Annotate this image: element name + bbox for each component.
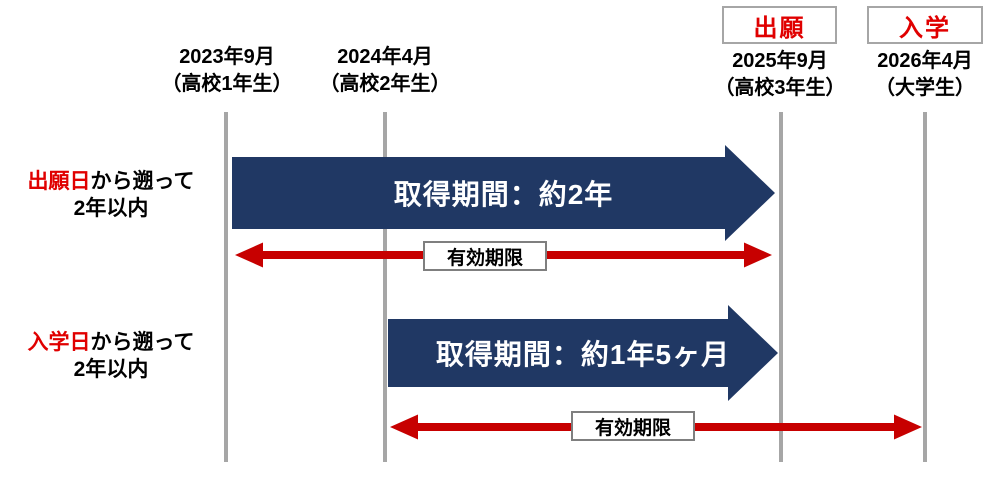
date-line1: 2026年4月 xyxy=(877,50,973,72)
left-label-line2: 2年以内 xyxy=(73,358,149,381)
left-label-line2: 2年以内 xyxy=(73,197,149,220)
timeline-gridline-2026-04 xyxy=(923,112,927,462)
period-arrow-2-shape xyxy=(388,305,778,401)
validity-label-1: 有効期限 xyxy=(423,241,547,271)
date-label-2026-04: 2026年4月 （大学生） xyxy=(815,48,1000,102)
left-label-enrollment: 入学日から遡って 2年以内 xyxy=(0,329,222,383)
timeline-gridline-2025-09 xyxy=(779,112,783,462)
date-line2: （高校3年生） xyxy=(714,77,846,99)
timeline-gridline-2024-04 xyxy=(383,112,387,462)
period-arrow-1-shape xyxy=(232,145,775,241)
timeline-gridline-2023-09 xyxy=(224,112,228,462)
left-label-rest: から遡って xyxy=(90,170,195,193)
left-label-line1: 入学日から遡って xyxy=(0,329,222,356)
left-label-rest: から遡って xyxy=(90,331,195,354)
date-line1: 2025年9月 xyxy=(732,50,828,72)
milestone-box-enrollment: 入学 xyxy=(867,6,983,44)
milestone-box-application: 出願 xyxy=(722,6,837,44)
date-label-2023-09: 2023年9月 （高校1年生） xyxy=(117,44,337,98)
date-label-2024-04: 2024年4月 （高校2年生） xyxy=(275,44,495,98)
date-label-2025-09: 2025年9月 （高校3年生） xyxy=(670,48,890,102)
date-line2: （高校2年生） xyxy=(319,73,451,95)
left-label-application: 出願日から遡って 2年以内 xyxy=(0,168,222,222)
date-line2: （高校1年生） xyxy=(161,73,293,95)
left-label-highlight: 入学日 xyxy=(27,331,91,354)
period-arrow-1-label: 取得期間：約2年 xyxy=(393,179,614,210)
date-line2: （大学生） xyxy=(875,77,975,99)
validity-label-2: 有効期限 xyxy=(571,411,695,441)
milestone-application-label: 出願 xyxy=(753,14,806,42)
period-arrow-2-label: 取得期間：約1年5ヶ月 xyxy=(435,339,731,370)
left-label-highlight: 出願日 xyxy=(27,170,91,193)
left-label-line1: 出願日から遡って xyxy=(0,168,222,195)
date-line1: 2024年4月 xyxy=(337,46,433,68)
date-line1: 2023年9月 xyxy=(179,46,275,68)
milestone-enrollment-label: 入学 xyxy=(899,14,951,42)
